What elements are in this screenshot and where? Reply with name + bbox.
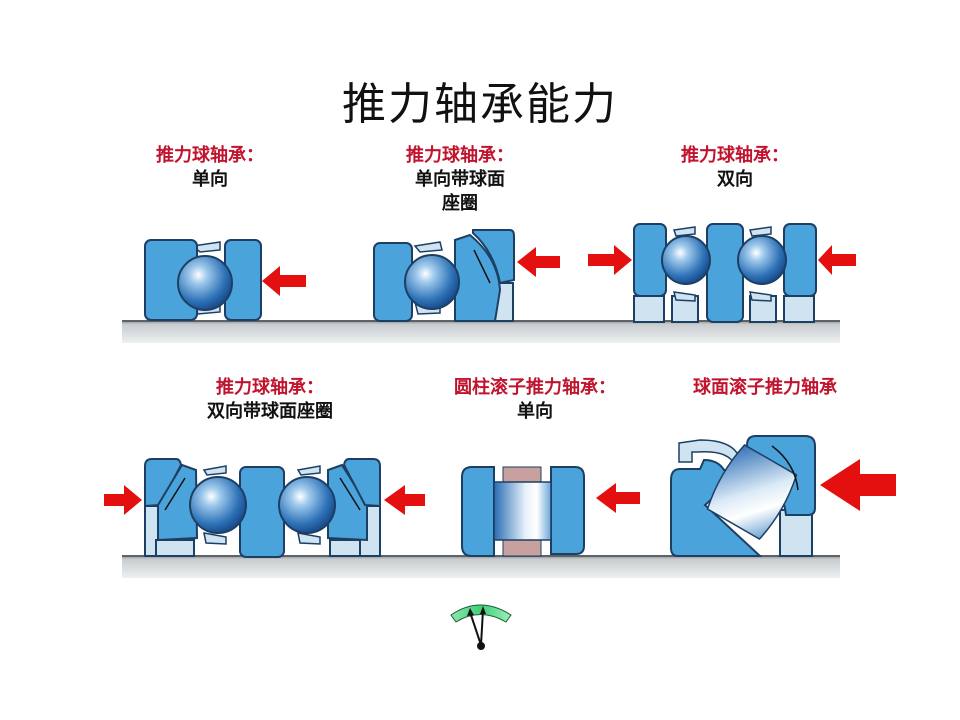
caption-heading: 推力球轴承： [216,377,324,398]
caption-subtitle: 单向 [517,401,553,422]
support-left-2 [155,539,195,557]
alignment-arrow [771,445,799,491]
load-arrow-left [588,245,632,275]
ball-left [661,235,711,285]
shaft-washer-center [706,223,744,323]
load-arrow [596,483,640,513]
housing-washer-right [783,223,817,297]
caption-subtitle: 座圈 [442,193,478,214]
ball-right [278,476,336,534]
alignment-arrow-right [339,477,361,511]
spherical-seat [472,229,515,285]
load-arrow-right [818,245,856,275]
bearing-single-direction-ball [144,239,306,321]
caption-cylindrical-roller: 圆柱滚子推力轴承： 单向 [425,376,645,424]
cylindrical-roller [493,481,552,541]
load-arrow-left [104,485,142,515]
caption-double-direction-ball: 推力球轴承： 双向 [645,144,825,192]
cage-left [202,465,227,545]
ball-left [189,476,247,534]
caption-heading: 推力球轴承： [406,145,514,166]
alignment-arrow-left [164,477,186,511]
spherical-roller [706,444,798,540]
caption-heading: 推力球轴承： [156,145,264,166]
caption-heading: 推力球轴承： [681,145,789,166]
shaft-top [122,321,840,343]
shaft-washer [461,466,495,557]
housing-washer [550,466,585,555]
caption-subtitle: 双向带球面座圈 [207,401,333,422]
caption-subtitle: 单向带球面 [415,169,505,190]
caption-single-direction-spherical-seat: 推力球轴承： 单向带球面 座圈 [370,144,550,216]
bearing-spherical-roller [670,435,896,557]
caption-double-direction-spherical-seat: 推力球轴承： 双向带球面座圈 [170,376,370,424]
load-arrow [262,266,306,296]
cage-bottom [502,539,542,557]
bearing-double-direction-ball [588,223,856,323]
caption-spherical-roller: 球面滚子推力轴承 [665,376,865,400]
washer-left [157,463,199,542]
caption-subtitle: 双向 [717,169,753,190]
bearing-single-direction-spherical-seat [373,229,560,322]
speed-gauge-icon [450,604,512,650]
caption-subtitle: 单向 [192,169,228,190]
ball [177,255,233,311]
caption-single-direction-ball: 推力球轴承： 单向 [120,144,300,192]
bearing-cylindrical-roller [461,466,640,557]
cage-right [296,465,321,545]
cage-right [749,226,772,302]
shaft-washer [670,458,763,557]
seat-right [342,458,381,508]
housing-support [779,509,813,557]
caption-heading: 球面滚子推力轴承 [693,377,837,398]
caption-heading: 圆柱滚子推力轴承： [454,377,616,398]
shaft-bottom [122,556,840,578]
support-left [633,295,665,323]
page-title: 推力轴承能力 [342,79,618,130]
support-right-2 [783,295,815,323]
cage-left [673,226,696,302]
load-arrow [517,247,560,277]
shaft-washer-center [239,466,285,558]
ball-right [737,235,787,285]
load-arrow-right [384,485,425,515]
bearing-double-direction-spherical-seat [104,458,425,558]
ball [404,254,460,310]
alignment-arrow [473,249,491,284]
load-arrow [820,459,896,511]
